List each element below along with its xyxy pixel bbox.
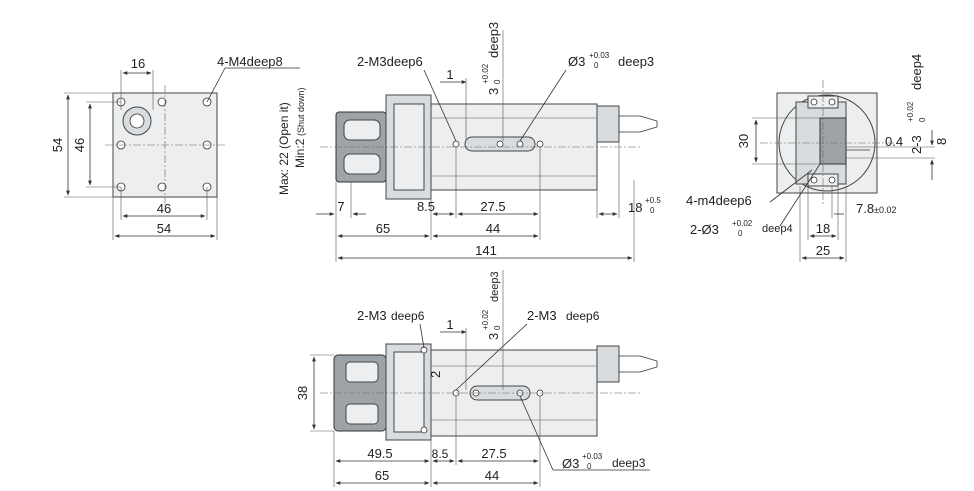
- finger-block: [819, 117, 847, 165]
- top-dim-38: 38: [295, 386, 310, 400]
- top-dia-note: Ø3: [562, 456, 579, 471]
- top-tap-right: 2-M3: [527, 308, 557, 323]
- pin-tol-lower: 0: [493, 79, 502, 84]
- top-dim-1: 1: [446, 317, 453, 332]
- dim-46-vertical: 46: [72, 138, 87, 152]
- top-dim-8-5: 8.5: [432, 447, 449, 461]
- side-view: Max: 22 (Open it) Min:2 (Shut down) 2-M3…: [277, 22, 661, 262]
- dim-8: 8: [934, 138, 949, 145]
- dim-7-8-tol: ±0.02: [874, 205, 896, 215]
- pin-deep: deep3: [486, 22, 501, 58]
- cable-port-inner: [129, 113, 145, 129]
- tap-hole: [157, 182, 167, 192]
- dim-7-8: 7.8: [856, 201, 874, 216]
- dim-8-5: 8.5: [417, 199, 435, 214]
- dim-141: 141: [475, 243, 497, 258]
- pin-base: 3: [486, 88, 501, 95]
- top-view: 2-M3 deep6 2-M3 deep6 1 3 +0.02 0 deep3 …: [295, 270, 658, 487]
- end-dim-18: 18: [816, 221, 830, 236]
- jaw-upper: [343, 119, 381, 141]
- end-dia-tol-upper: +0.02: [732, 219, 753, 228]
- pin-hole: [496, 140, 504, 148]
- end-deep-note: deep4: [909, 54, 924, 90]
- top-pin-tol-lower: 0: [493, 325, 502, 330]
- top-dia-tol-lower: 0: [587, 462, 592, 471]
- dim-7: 7: [337, 199, 344, 214]
- dia-tol-upper: +0.03: [589, 51, 610, 60]
- tap-note-side: 2-M3deep6: [357, 54, 423, 69]
- stroke-max-label: Max: 22 (Open it): [277, 102, 291, 195]
- pin-hole: [516, 140, 524, 148]
- end-tap-note: 4-m4deep6: [686, 193, 752, 208]
- dim-65: 65: [376, 221, 390, 236]
- dim-18-tol-lower: 0: [650, 206, 655, 215]
- tap-hole: [536, 140, 544, 148]
- cable-gland: [596, 105, 620, 143]
- top-cable-gland: [596, 345, 620, 383]
- dim-54-horizontal: 54: [157, 221, 171, 236]
- end-dia-deep: deep4: [762, 223, 793, 235]
- dim-27-5: 27.5: [480, 199, 505, 214]
- dia-note: Ø3: [568, 54, 585, 69]
- top-jaw-upper: [345, 361, 379, 383]
- top-dim-49-5: 49.5: [367, 446, 392, 461]
- end-dia-note: 2-Ø3: [690, 222, 719, 237]
- top-pin-base: 3: [486, 333, 501, 340]
- end-slot-base: 2-3: [909, 135, 924, 154]
- end-slot-tol-upper: +0.02: [906, 101, 915, 122]
- front-view: 16 4-M4deep8 54 46 46 54: [50, 54, 300, 240]
- top-dia-deep: deep3: [612, 456, 646, 470]
- top-dim-27-5: 27.5: [481, 446, 506, 461]
- dim-16: 16: [131, 56, 145, 71]
- top-tap-left: 2-M3: [357, 308, 387, 323]
- dim-25: 25: [816, 243, 830, 258]
- top-pin-deep: deep3: [489, 271, 501, 302]
- top-housing-panel: [393, 351, 425, 433]
- jaw-lower: [343, 153, 381, 175]
- end-dia-tol-lower: 0: [738, 229, 743, 238]
- end-view: deep4 2-3 +0.02 0 0.4 8 30 4-m4deep6 2-Ø…: [686, 54, 949, 262]
- dim-1: 1: [446, 67, 453, 82]
- end-slot-tol-lower: 0: [918, 117, 927, 122]
- tap-hole: [157, 97, 167, 107]
- top-dim-2: 2: [428, 371, 443, 378]
- top-pin-tol-upper: +0.02: [481, 309, 490, 330]
- dim-18: 18: [628, 200, 642, 215]
- dim-44: 44: [486, 221, 500, 236]
- top-dia-tol-upper: +0.03: [582, 452, 603, 461]
- top-tap-right-deep: deep6: [566, 309, 600, 323]
- pin-tol-upper: +0.02: [481, 63, 490, 84]
- top-dim-65: 65: [375, 468, 389, 483]
- dim-0-4: 0.4: [885, 134, 903, 149]
- tap-note-front: 4-M4deep8: [217, 54, 283, 69]
- top-dim-44: 44: [485, 468, 499, 483]
- top-jaw-lower: [345, 403, 379, 425]
- top-tap-left-deep: deep6: [391, 309, 425, 323]
- stroke-min-label: Min:2: [293, 138, 307, 168]
- tap-hole: [452, 140, 460, 148]
- dim-54-vertical: 54: [50, 138, 65, 152]
- dim-46-horizontal: 46: [157, 201, 171, 216]
- dim-18-tol-upper: +0.5: [645, 196, 661, 205]
- dia-deep: deep3: [618, 54, 654, 69]
- dim-30: 30: [736, 134, 751, 148]
- dia-tol-lower: 0: [594, 61, 599, 70]
- stroke-min-sub: (Shut down): [296, 87, 306, 136]
